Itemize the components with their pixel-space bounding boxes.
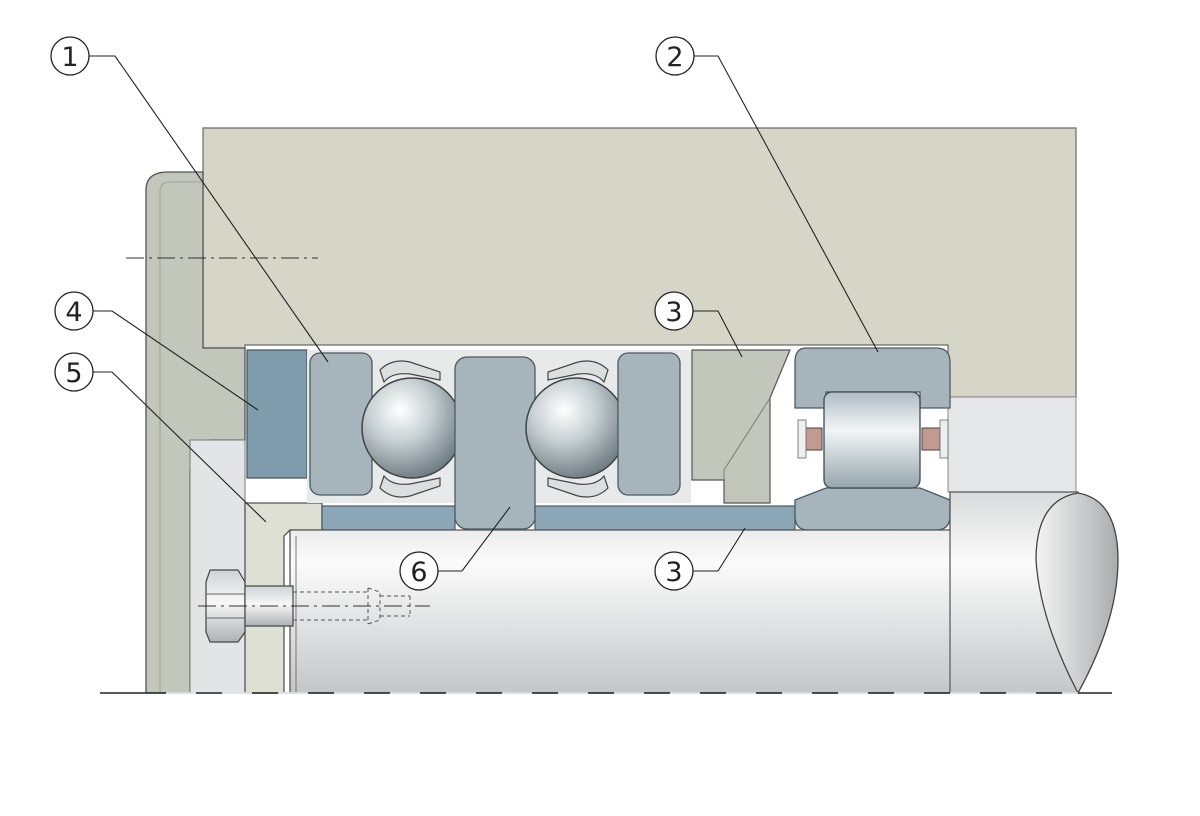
callout-label: 2 bbox=[666, 42, 683, 73]
inner-sleeve-left bbox=[321, 505, 456, 531]
housing-bore-area bbox=[947, 396, 1077, 493]
cage-left bbox=[379, 360, 441, 498]
callout-2: 2 bbox=[655, 36, 695, 76]
outer-sleeve bbox=[691, 349, 791, 504]
callout-label: 5 bbox=[65, 358, 82, 389]
roller-icon bbox=[823, 391, 921, 489]
bearing-outer-ring-right bbox=[617, 352, 681, 496]
ball-icon bbox=[361, 377, 463, 479]
roller-bearing-outer-ring bbox=[794, 347, 951, 409]
roller-cage-right bbox=[921, 427, 941, 451]
roller-bearing-inner-ring bbox=[794, 487, 951, 531]
center-ring bbox=[454, 356, 536, 530]
callout-label: 6 bbox=[410, 557, 427, 588]
ball-icon bbox=[525, 377, 627, 479]
callout-1: 1 bbox=[50, 36, 90, 76]
spacer-ring bbox=[246, 349, 308, 479]
callout-4: 4 bbox=[54, 291, 94, 331]
clamp-cavity bbox=[189, 439, 246, 694]
callout-label: 1 bbox=[61, 42, 78, 73]
callout-3-lower: 3 bbox=[654, 551, 694, 591]
callout-label: 3 bbox=[665, 297, 682, 328]
cage-right bbox=[547, 360, 609, 498]
callout-label: 3 bbox=[665, 557, 682, 588]
leader-lines bbox=[89, 55, 879, 572]
roller-cage-left bbox=[803, 427, 823, 451]
callout-5: 5 bbox=[54, 352, 94, 392]
callout-6: 6 bbox=[399, 551, 439, 591]
callout-3-upper: 3 bbox=[654, 291, 694, 331]
callout-label: 4 bbox=[65, 297, 82, 328]
inner-sleeve-right bbox=[534, 505, 796, 531]
